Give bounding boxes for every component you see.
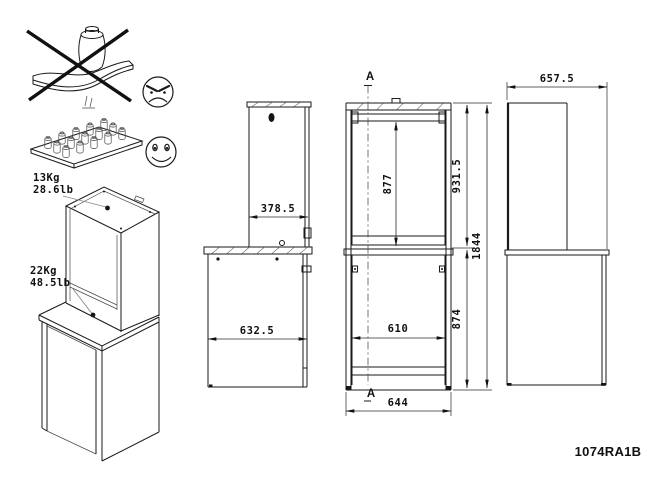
hutch-depth-dim: 378.5 — [261, 203, 296, 215]
cross-out-icon — [26, 28, 132, 103]
overall-width-dim: 644 — [388, 397, 409, 409]
hutch-inner-height-dim: 877 — [382, 174, 394, 195]
part-number: 1074RA1B — [575, 444, 642, 459]
overall-depth-dim: 657.5 — [540, 73, 575, 85]
desk-inner-width-dim: 610 — [388, 323, 409, 335]
lower-section-height-dim: 874 — [451, 309, 463, 330]
section-line-a: A A — [364, 71, 375, 402]
overall-height-dim: 1844 — [471, 232, 483, 260]
section-marker-top: A — [366, 71, 374, 83]
correct-load-pictogram — [29, 117, 144, 169]
small-bottles — [44, 117, 126, 158]
right-view: 657.5 — [504, 73, 610, 386]
upper-section-height-dim: 931.5 — [451, 159, 463, 194]
prohibited-load-pictogram — [26, 26, 134, 109]
desk-load-lb-label: 48.5lb — [30, 277, 70, 289]
side-view: 378.5 632.5 — [203, 101, 313, 388]
hutch-load-lb-label: 28.6lb — [33, 184, 73, 196]
isometric-view: 13Kg 28.6lb 22Kg 48.5lb — [30, 172, 161, 462]
section-marker-bottom: A — [367, 388, 375, 400]
angry-face-icon — [142, 76, 174, 108]
desk-load-kg-label: 22Kg — [30, 265, 57, 277]
happy-face-icon — [145, 136, 177, 168]
front-view: A A 877 610 644 931.5 874 1844 — [343, 71, 492, 416]
desk-depth-dim: 632.5 — [240, 325, 275, 337]
hutch-load-kg-label: 13Kg — [33, 172, 60, 184]
